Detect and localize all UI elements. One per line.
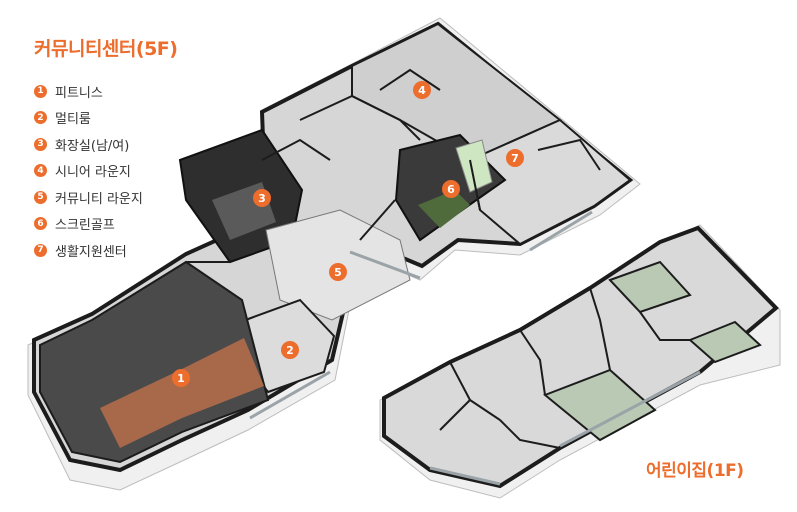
play-room-large xyxy=(543,368,657,442)
legend-label: 화장실(남/여) xyxy=(55,138,130,154)
room-marker-1: 1 xyxy=(172,369,190,387)
floor1-windows xyxy=(429,370,701,486)
svg-text:7: 7 xyxy=(511,152,519,165)
legend-label: 스크린골프 xyxy=(55,218,115,234)
legend-label: 시니어 라운지 xyxy=(55,165,131,181)
legend-number-badge: 7 xyxy=(34,243,47,257)
legend-item-screen-golf: 6 스크린골프 xyxy=(34,211,143,238)
floor5-interior-walls xyxy=(186,68,601,263)
room-marker-5: 5 xyxy=(329,263,347,281)
svg-text:4: 4 xyxy=(418,84,426,97)
legend-label: 생활지원센터 xyxy=(55,244,127,260)
legend-number-badge: 5 xyxy=(34,190,47,204)
legend-number-badge: 2 xyxy=(34,111,47,125)
floor5-plan: 1 2 3 4 5 6 7 xyxy=(27,17,641,491)
legend-number-badge: 6 xyxy=(34,217,47,231)
play-room-top xyxy=(608,260,692,314)
legend-label: 커뮤니티 라운지 xyxy=(55,191,143,207)
floor1-title: 어린이집(1F) xyxy=(646,461,744,481)
floor1-interior-walls xyxy=(439,287,690,449)
room-fitness xyxy=(39,260,270,464)
svg-text:2: 2 xyxy=(286,344,294,357)
legend-item-multiroom: 2 멀티룸 xyxy=(34,105,143,132)
floor1-plan xyxy=(379,224,781,499)
svg-text:5: 5 xyxy=(334,266,342,279)
legend-label: 피트니스 xyxy=(55,85,103,101)
legend-item-community-lounge: 5 커뮤니티 라운지 xyxy=(34,184,143,211)
room-marker-6: 6 xyxy=(442,180,460,198)
screen-golf-screen xyxy=(455,139,493,193)
legend-number-badge: 4 xyxy=(34,164,47,178)
screen-golf-green xyxy=(418,190,470,228)
svg-text:1: 1 xyxy=(177,372,185,385)
legend-item-senior-lounge: 4 시니어 라운지 xyxy=(34,158,143,185)
play-room-right xyxy=(688,320,762,364)
room-marker-3: 3 xyxy=(253,189,271,207)
legend-number-badge: 3 xyxy=(34,137,47,151)
legend-item-restroom: 3 화장실(남/여) xyxy=(34,131,143,158)
room-marker-7: 7 xyxy=(506,149,524,167)
svg-text:3: 3 xyxy=(258,192,266,205)
fitness-floor-wood xyxy=(100,338,264,448)
floor5-windows xyxy=(249,210,593,420)
legend-number-badge: 1 xyxy=(34,84,47,98)
legend-item-fitness: 1 피트니스 xyxy=(34,78,143,105)
room-marker-4: 4 xyxy=(413,81,431,99)
legend-label: 멀티룸 xyxy=(55,112,91,128)
svg-text:6: 6 xyxy=(447,183,455,196)
floor5-title: 커뮤니티센터(5F) xyxy=(34,38,178,60)
room-marker-2: 2 xyxy=(281,341,299,359)
legend-item-support-center: 7 생활지원센터 xyxy=(34,237,143,264)
